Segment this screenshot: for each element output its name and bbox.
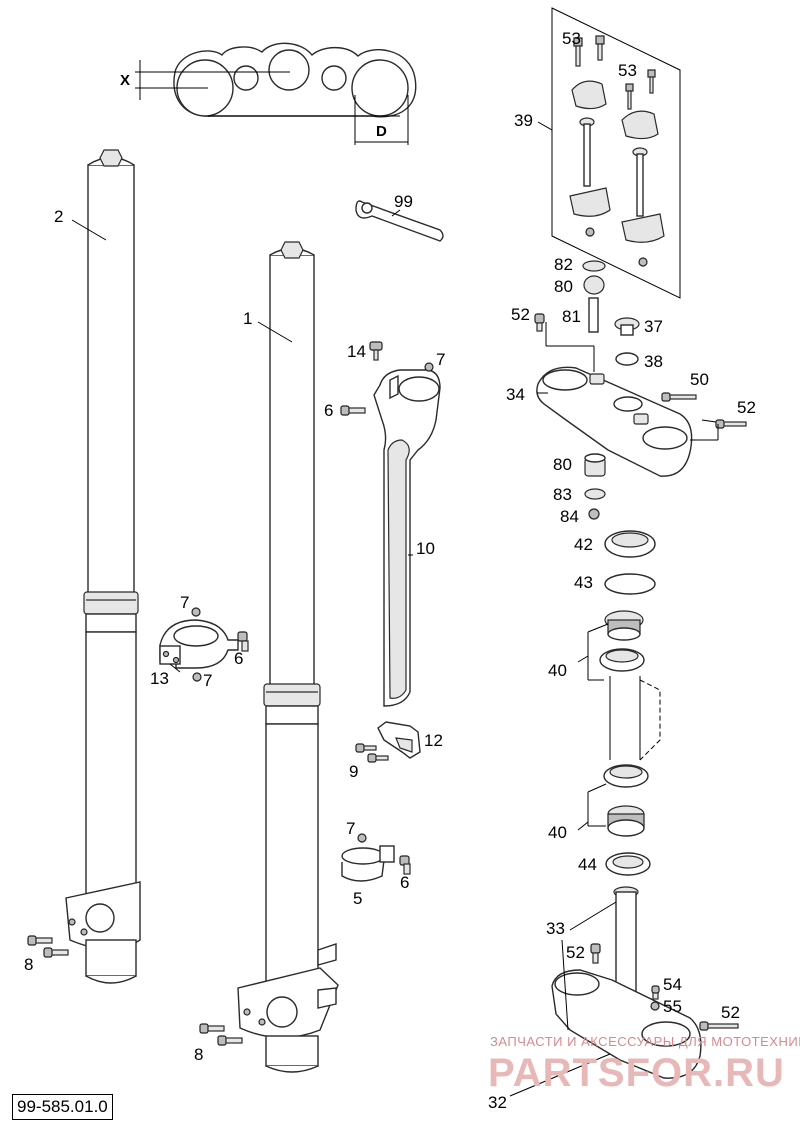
callout-40b: 40 [548, 823, 567, 842]
callout-6c: 6 [400, 873, 409, 892]
callout-81: 81 [562, 307, 581, 326]
screw-8-right-b [217, 1035, 243, 1046]
callout-52a: 52 [511, 305, 530, 324]
fork-leg-1 [237, 241, 339, 1073]
callout-80b: 80 [553, 455, 572, 474]
number-plate-holder-10 [373, 369, 441, 707]
bolt-long-a [579, 117, 595, 187]
callout-10: 10 [416, 539, 435, 558]
fork-leg-2 [65, 149, 141, 984]
diagram-code: 99-585.01.0 [12, 1094, 113, 1120]
nut-7-clamp13 [191, 607, 201, 617]
dimension-x-label: X [120, 72, 130, 89]
callout-32: 32 [488, 1093, 507, 1112]
callout-37: 37 [644, 317, 663, 336]
screw-14 [369, 341, 383, 361]
callout-numbers: 2 1 99 14 7 6 10 7 6 13 7 12 9 7 6 5 8 8… [24, 29, 756, 1112]
screw-9-b [367, 753, 389, 763]
callout-50: 50 [690, 370, 709, 389]
dimension-d-label: D [376, 123, 387, 140]
screw-6-clamp5 [399, 855, 411, 875]
bolt-long-b [632, 147, 648, 217]
callout-53b: 53 [618, 61, 637, 80]
callout-2: 2 [54, 207, 63, 226]
callout-7a: 7 [436, 350, 445, 369]
callout-40a: 40 [548, 661, 567, 680]
callout-33: 33 [546, 919, 565, 938]
callout-6b: 6 [234, 649, 243, 668]
watermark-tagline: ЗАПЧАСТИ И АКСЕССУАРЫ ДЛЯ МОТОТЕХНИКИ [490, 1034, 800, 1049]
clamp-lower-a [569, 187, 611, 217]
callout-5: 5 [353, 889, 362, 908]
screw-8-right-a [199, 1023, 225, 1034]
callout-8b: 8 [194, 1045, 203, 1064]
screw-6-clamp13 [237, 631, 249, 652]
callout-84: 84 [560, 507, 579, 526]
callout-52d: 52 [721, 1003, 740, 1022]
bracket-12 [377, 721, 421, 759]
clamp-lower-b [621, 213, 665, 243]
callout-52c: 52 [566, 943, 585, 962]
screw-8-left-b [43, 947, 69, 958]
nut-7-top [424, 362, 434, 372]
upper-triple-clamp-34 [534, 260, 747, 477]
callout-6a: 6 [324, 401, 333, 420]
callout-7c: 7 [203, 671, 212, 690]
callout-13: 13 [150, 669, 169, 688]
callout-42: 42 [574, 535, 593, 554]
callout-43: 43 [574, 573, 593, 592]
callout-54: 54 [663, 975, 682, 994]
callout-38: 38 [644, 352, 663, 371]
nut-7-clamp13-b [192, 672, 202, 682]
leader-lines [71, 121, 719, 1097]
callout-14: 14 [347, 342, 366, 361]
triple-clamp-dimension-drawing: X D [120, 42, 417, 145]
callout-7b: 7 [180, 593, 189, 612]
callout-7d: 7 [346, 819, 355, 838]
callout-52b: 52 [737, 398, 756, 417]
callout-12: 12 [424, 731, 443, 750]
callout-1: 1 [243, 309, 252, 328]
fork-clamp-5 [341, 845, 395, 882]
lower-triple-clamp-32 [551, 943, 739, 1079]
screw-8-left-a [27, 935, 53, 946]
callout-83: 83 [553, 485, 572, 504]
nut-7-clamp5 [357, 833, 367, 843]
callout-80a: 80 [554, 277, 573, 296]
tool-99 [355, 200, 444, 242]
steering-parts [584, 453, 661, 1023]
callout-9: 9 [349, 762, 358, 781]
callout-99: 99 [394, 192, 413, 211]
handlebar-clamp-kit-39 [551, 7, 681, 299]
callout-8a: 8 [24, 955, 33, 974]
clamp-upper-b [595, 35, 659, 140]
screw-9-a [355, 743, 377, 753]
fork-clamp-13 [159, 619, 239, 669]
screw-6-top [340, 405, 366, 416]
screws [27, 341, 434, 1046]
watermark: ЗАПЧАСТИ И АКСЕССУАРЫ ДЛЯ МОТОТЕХНИКИ PA… [488, 1034, 800, 1095]
watermark-logo: PARTSFOR.RU [488, 1051, 785, 1095]
callout-82: 82 [554, 255, 573, 274]
callout-34: 34 [506, 385, 525, 404]
callout-55: 55 [663, 997, 682, 1016]
clamp-upper-a [571, 37, 607, 110]
callout-44: 44 [578, 855, 597, 874]
callout-39: 39 [514, 111, 533, 130]
callout-53a: 53 [562, 29, 581, 48]
